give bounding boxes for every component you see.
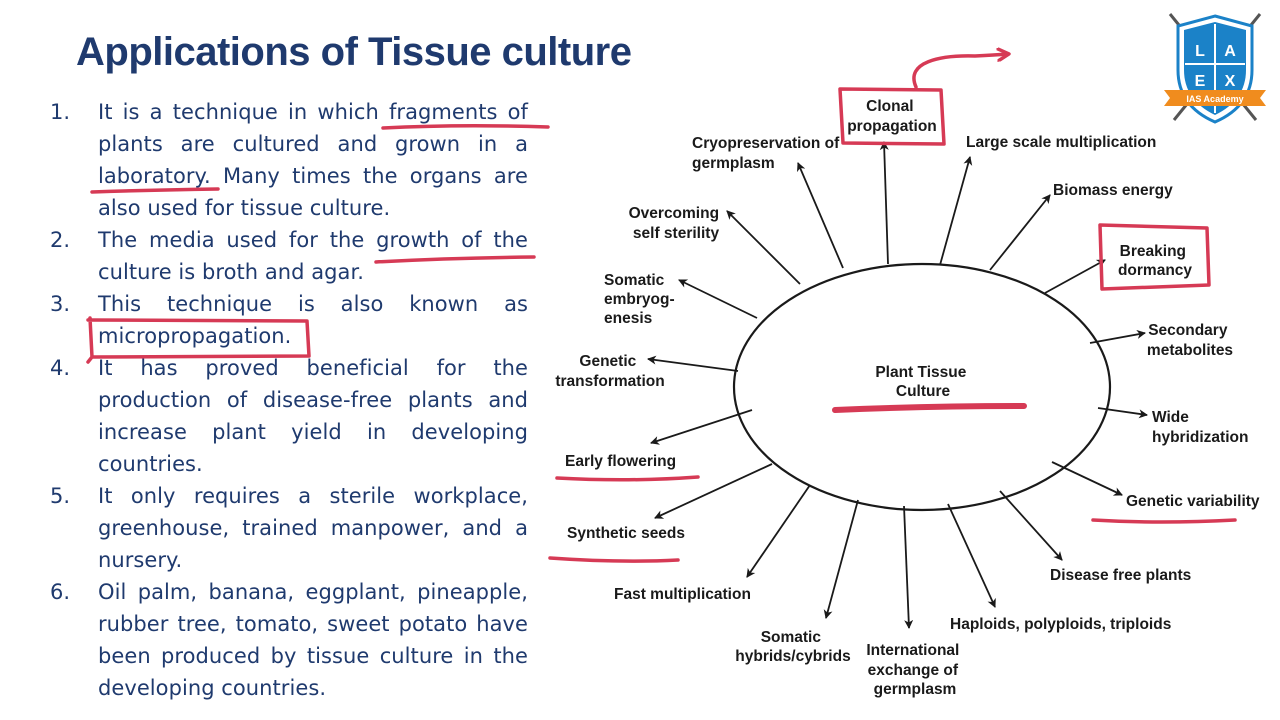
logo-letter: E [1195, 73, 1206, 90]
branch-biomass-label: Biomass energy [1053, 182, 1173, 199]
branch-breaking-label: Breaking dormancy [1118, 243, 1192, 279]
arrow-biomass [989, 194, 1051, 271]
item-number: 6. [50, 580, 71, 604]
item-number: 1. [50, 100, 71, 124]
logo-letter: L [1195, 43, 1205, 60]
underline-growth [374, 255, 536, 264]
arrow-wide [1097, 407, 1148, 419]
arrow-somatic-embryo [678, 279, 758, 319]
arrow-large-scale [939, 156, 973, 266]
branch-fast-multiplication-label: Fast multiplication [614, 586, 751, 603]
branch-genetic-variability-label: Genetic variability [1126, 493, 1260, 510]
list-item: 4. It has proved beneficial for the produ… [50, 352, 528, 480]
annotations [86, 54, 1237, 563]
item-number: 2. [50, 228, 71, 252]
list-item: 2. The media used for the growth of the c… [50, 224, 528, 288]
item-text: Oil palm, banana, eggplant, pineapple, r… [98, 580, 528, 700]
arrow-somatic-hybrids [823, 499, 859, 619]
underline-laboratory [90, 187, 220, 194]
box-micropropagation [86, 316, 311, 364]
item-number: 3. [50, 292, 71, 316]
box-clonal-propagation [838, 87, 946, 146]
diagram-arrows [647, 141, 1148, 629]
arrow-disease [999, 490, 1063, 561]
arrow-genetic-trans [647, 355, 739, 372]
arrow-early [654, 463, 773, 519]
list-item: 3. This technique is also known as microp… [50, 288, 528, 352]
branch-early-flowering-label: Early flowering [565, 453, 676, 470]
slide-title: Applications of Tissue culture [76, 30, 632, 74]
branch-haploids-label: Haploids, polyploids, triploids [950, 616, 1171, 633]
item-text: It only requires a sterile workplace, gr… [98, 484, 528, 572]
item-text: This technique is also known as micropro… [98, 292, 528, 348]
list-item: 1. It is a technique in which fragments o… [50, 96, 528, 224]
branch-genetic-transformation-label: Genetic transformation [555, 353, 664, 390]
underline-fragments [381, 123, 550, 130]
arrow-synthetic [650, 409, 753, 445]
arrow-haploids [947, 503, 996, 608]
branch-somatic-hybrids-label: Somatic hybrids/cybrids [735, 629, 850, 665]
list-item: 6. Oil palm, banana, eggplant, pineapple,… [50, 576, 528, 704]
branch-international-label: International exchange of germplasm [866, 642, 963, 698]
underline-early-flowering [555, 475, 700, 482]
arrow-cryo [797, 162, 844, 269]
logo-letter: A [1224, 43, 1236, 60]
item-number: 5. [50, 484, 71, 508]
underline-genetic-variability [1091, 518, 1237, 524]
underline-center [832, 403, 1027, 413]
arrow-breaking [1044, 259, 1106, 294]
list-item: 5. It only requires a sterile workplace, … [50, 480, 528, 576]
item-text: It has proved beneficial for the product… [98, 356, 528, 476]
arrow-fast [746, 484, 811, 578]
logo-letter: X [1225, 73, 1236, 90]
branch-cryo-label: Cryopreservation of germplasm [692, 135, 844, 172]
center-ellipse [732, 262, 1112, 512]
branch-clonal-label: Clonal propagation [847, 98, 937, 135]
underline-synthetic-seeds [548, 556, 680, 563]
arrow-genetic-var [1051, 461, 1123, 496]
arrow-clonal [879, 141, 889, 265]
applications-list: 1. It is a technique in which fragments o… [50, 96, 528, 704]
branch-overcoming-label: Overcoming self sterility [629, 205, 724, 242]
arrow-overcoming [726, 210, 801, 285]
logo-banner-text: IAS Academy [1186, 94, 1243, 104]
item-number: 4. [50, 356, 71, 380]
item-text: The media used for the growth of the cul… [98, 228, 528, 284]
arrow-secondary [1089, 330, 1146, 344]
branch-synthetic-seeds-label: Synthetic seeds [567, 525, 685, 542]
branch-secondary-label: Secondary metabolites [1147, 322, 1233, 359]
laex-logo: L A E X IAS Academy [1164, 13, 1266, 124]
branch-large-scale-label: Large scale multiplication [966, 134, 1156, 151]
box-breaking-dormancy [1098, 223, 1211, 291]
arrow-from-clonal [912, 54, 1008, 89]
item-text: It is a technique in which fragments of … [98, 100, 528, 220]
branch-disease-free-label: Disease free plants [1050, 567, 1191, 584]
branch-wide-label: Wide hybridization [1152, 409, 1248, 446]
center-label: Plant Tissue Culture [875, 364, 970, 400]
arrow-international [903, 505, 914, 629]
branch-somatic-embryogenesis-label: Somatic embryog- enesis [604, 272, 679, 327]
